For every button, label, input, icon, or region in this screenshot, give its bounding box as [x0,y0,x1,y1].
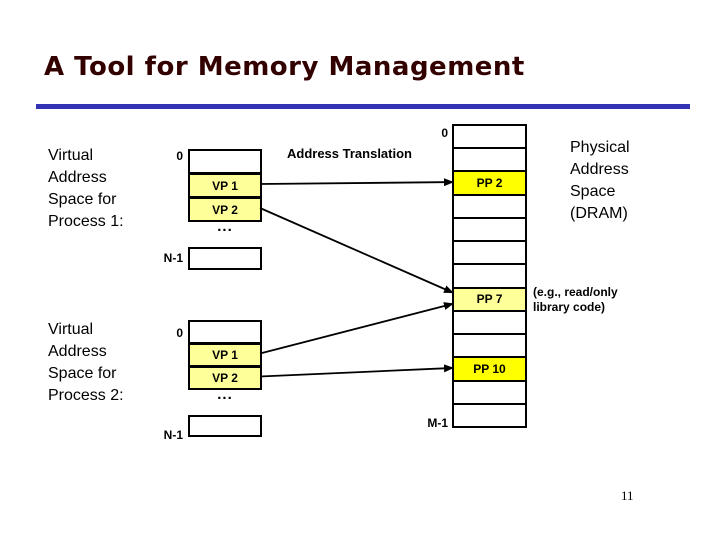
label-line: Process 1: [48,213,124,230]
page-number: 11 [621,488,634,503]
address-translation-label: Address Translation [287,146,412,161]
label-line: Space for [48,191,117,208]
physical-zero-label: 0 [441,126,448,140]
label-line: library code) [533,300,606,314]
mapping-arrow-p2-vp2-to-pp10 [259,364,454,378]
physical-page-cell [454,216,525,241]
physical-page-cell [454,263,525,287]
process2-n1-label: N-1 [163,428,183,442]
physical-page-cell [454,309,525,334]
label-line: Virtual [48,147,94,164]
physical-page-cell [454,193,525,217]
virtual-page-vp2: VP 2 [190,365,260,388]
physical-page-cell [454,147,525,171]
label-line: Address [48,169,107,186]
title-underline [36,104,690,109]
mapping-arrow-p1-vp1-to-pp2 [259,178,454,187]
physical-page-stack: PP 2 PP 7 PP 10 [452,124,527,428]
physical-page-cell [454,240,525,264]
virtual-page-cell [190,151,260,172]
label-line: Process 2: [48,387,124,404]
virtual-page-vp1: VP 1 [190,342,260,365]
physical-page-pp10: PP 10 [454,356,525,380]
physical-page-pp7: PP 7 [454,286,525,310]
label-line: (DRAM) [570,205,628,222]
process2-last-page-box [188,415,262,437]
process1-zero-label: 0 [176,149,183,163]
process1-n1-label: N-1 [163,251,183,265]
process2-zero-label: 0 [176,326,183,340]
mapping-arrow-p1-vp2-to-pp7 [259,207,454,294]
process1-ellipsis: ... [217,218,233,235]
label-line: (e.g., read/only [533,285,618,299]
physical-page-cell [454,402,525,427]
physical-page-cell [454,333,525,357]
physical-page-cell [454,126,525,148]
slide-title: A Tool for Memory Management [44,52,525,82]
physical-page-pp2: PP 2 [454,170,525,194]
label-line: Physical [570,139,630,156]
virtual-page-vp2: VP 2 [190,196,260,220]
physical-page-cell [454,379,525,403]
label-line: Space [570,183,616,200]
process2-ellipsis: ... [217,386,233,403]
physical-m1-label: M-1 [427,416,448,430]
label-line: Space for [48,365,117,382]
virtual-page-vp1: VP 1 [190,172,260,196]
process1-last-page-box [188,247,262,270]
label-line: Virtual [48,321,94,338]
label-line: Address [570,161,629,178]
label-line: Address [48,343,107,360]
virtual-page-cell [190,322,260,342]
mapping-arrow-p2-vp1-to-pp7 [259,302,454,355]
